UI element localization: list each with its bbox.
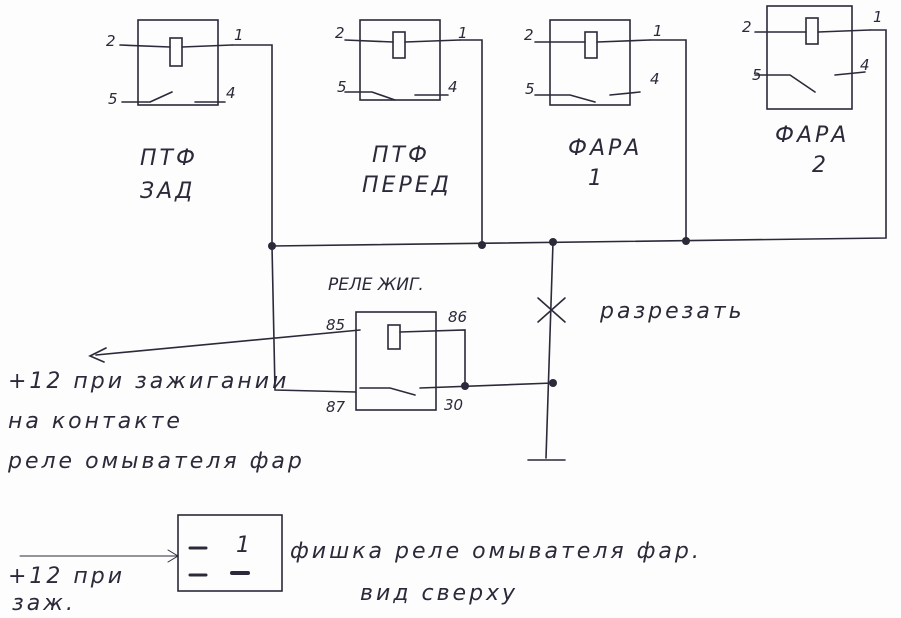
pin-5: 5: [108, 90, 118, 108]
junction-dot: [478, 241, 486, 249]
connector-input-label: заж.: [12, 591, 76, 616]
pin-87: 87: [326, 398, 346, 416]
bus-wire: [231, 29, 887, 247]
pin-2: 2: [742, 18, 752, 36]
relay-label: 1: [588, 166, 605, 191]
cut-mark-icon: [537, 297, 566, 323]
relay-label: ПТФ: [140, 146, 198, 171]
pin-4: 4: [650, 70, 660, 88]
pin-4: 4: [860, 56, 870, 74]
pin-1: 1: [458, 24, 468, 42]
cut-label: разрезать: [599, 299, 745, 324]
pin-4: 4: [226, 84, 236, 102]
relay-label: ЗАД: [140, 179, 195, 204]
pin-1: 1: [873, 8, 883, 26]
connector-label: фишка реле омывателя фар.: [290, 539, 702, 564]
pin-86: 86: [448, 308, 467, 326]
pin-4: 4: [448, 78, 458, 96]
note-line: +12 при зажигании: [8, 369, 289, 394]
relay-label: 2: [812, 153, 829, 178]
connector-label: вид сверху: [360, 581, 518, 606]
note-line: на контакте: [8, 409, 183, 434]
pin-5: 5: [525, 80, 535, 98]
note-line: реле омывателя фар: [7, 449, 305, 474]
connector-mark: 1: [236, 533, 253, 558]
pin-2: 2: [524, 26, 534, 44]
arrow-icon: [19, 549, 179, 563]
pin-30: 30: [444, 396, 463, 414]
pin-2: 2: [335, 24, 345, 42]
relay-headlight-2: 2 1 5 4 ФАРА 2: [742, 5, 883, 178]
relay-label: ФАРА: [775, 123, 849, 148]
ground-wire: [527, 241, 566, 461]
ignition-relay: РЕЛЕ ЖИГ. 85 86 87 30: [88, 245, 557, 416]
pin-2: 2: [106, 32, 116, 50]
relay-ptf-front: 2 1 5 4 ПТФ ПЕРЕД: [335, 19, 468, 198]
pin-1: 1: [234, 26, 244, 44]
relay-headlight-1: 2 1 5 4 ФАРА 1: [524, 19, 663, 191]
pin-5: 5: [337, 78, 347, 96]
relay-label: ФАРА: [568, 136, 642, 161]
relay-ptf-rear: 2 1 5 4 ПТФ ЗАД: [106, 19, 244, 204]
washer-relay-connector: 1 фишка реле омывателя фар. вид сверху +…: [8, 514, 702, 616]
relay-label: ПТФ: [372, 143, 430, 168]
junction-dot: [682, 237, 690, 245]
pin-85: 85: [326, 316, 345, 334]
pin-5: 5: [752, 66, 762, 84]
relay-label: ПЕРЕД: [362, 173, 452, 198]
ignition-relay-title: РЕЛЕ ЖИГ.: [328, 275, 424, 295]
connector-input-label: +12 при: [8, 564, 125, 589]
pin-1: 1: [653, 22, 663, 40]
